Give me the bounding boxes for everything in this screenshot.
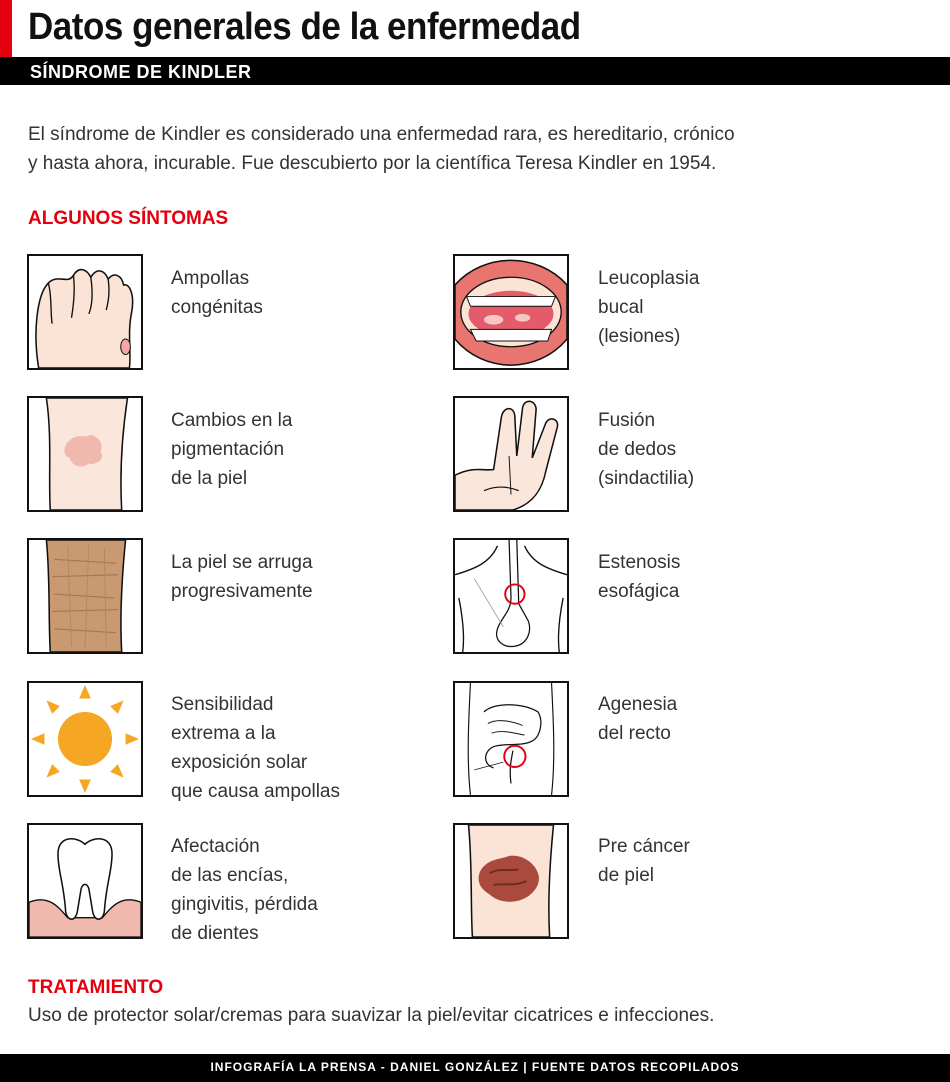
symptoms-heading: ALGUNOS SÍNTOMAS xyxy=(28,208,229,229)
symptom-label: Ampollas congénitas xyxy=(171,268,263,318)
intro-text: El síndrome de Kindler es considerado un… xyxy=(28,124,735,174)
intestine-icon xyxy=(453,681,569,797)
sun-icon xyxy=(27,681,143,797)
page-subtitle: SÍNDROME DE KINDLER xyxy=(30,62,252,82)
symptom-label: Fusión de dedos (sindactilia) xyxy=(598,410,695,489)
treatment-text: Uso de protector solar/cremas para suavi… xyxy=(28,1005,715,1026)
skin-pigment-icon xyxy=(27,396,143,512)
symptom-label: Estenosis esofágica xyxy=(598,552,681,602)
wrinkled-skin-icon xyxy=(27,538,143,654)
symptom-label: Cambios en la pigmentación de la piel xyxy=(171,410,293,489)
tooth-icon xyxy=(27,823,143,939)
symptom-label: La piel se arruga progresivamente xyxy=(171,552,313,602)
skin-lesion-icon xyxy=(453,823,569,939)
footer-credit: INFOGRAFÍA LA PRENSA - DANIEL GONZÁLEZ |… xyxy=(210,1060,740,1074)
foot-blister-icon xyxy=(27,254,143,370)
symptom-label: Agenesia del recto xyxy=(598,694,678,744)
hand-icon xyxy=(453,396,569,512)
symptom-label: Pre cáncer de piel xyxy=(598,836,690,886)
treatment-heading: TRATAMIENTO xyxy=(28,977,164,998)
symptom-label: Leucoplasia bucal (lesiones) xyxy=(598,268,700,347)
accent-bar xyxy=(0,0,12,58)
subtitle-bar xyxy=(0,57,950,85)
symptom-label: Sensibilidad extrema a la exposición sol… xyxy=(171,694,340,802)
footer-bar xyxy=(0,1054,950,1082)
page-title: Datos generales de la enfermedad xyxy=(28,6,581,48)
symptom-label: Afectación de las encías, gingivitis, pé… xyxy=(171,836,318,944)
mouth-icon xyxy=(453,254,569,370)
esophagus-icon xyxy=(453,538,569,654)
